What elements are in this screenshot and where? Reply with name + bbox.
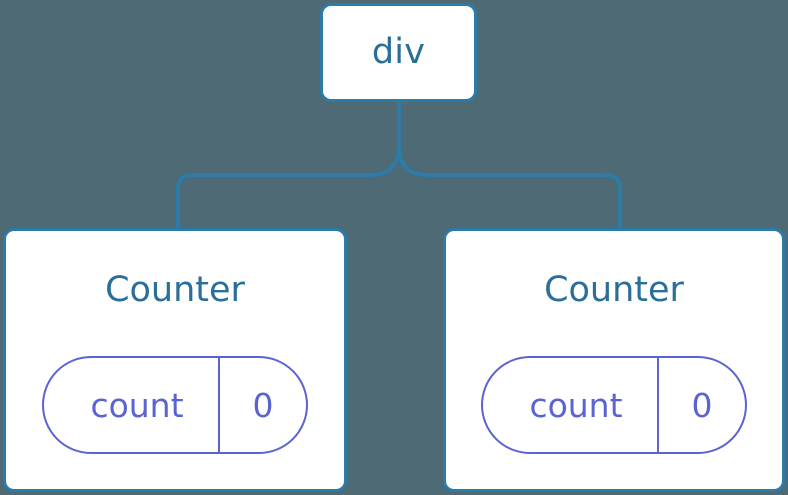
state-pill-left[interactable]: count 0 [42, 356, 308, 454]
connector-edge-left [176, 144, 401, 230]
node-counter-right[interactable]: Counter count 0 [443, 228, 785, 492]
state-key-label-right: count [529, 385, 623, 425]
state-pill-right[interactable]: count 0 [481, 356, 747, 454]
root-node-label: div [371, 32, 426, 72]
connector-edge-right [397, 144, 622, 230]
counter-title-left: Counter [105, 270, 245, 310]
state-key-cell-right: count [483, 358, 659, 452]
node-root-div[interactable]: div [320, 3, 477, 102]
state-value-cell-right: 0 [659, 358, 745, 452]
state-value-label-left: 0 [252, 385, 274, 425]
state-key-cell-left: count [44, 358, 220, 452]
node-counter-left[interactable]: Counter count 0 [3, 228, 347, 492]
counter-title-right: Counter [544, 270, 684, 310]
state-value-cell-left: 0 [220, 358, 306, 452]
state-value-label-right: 0 [691, 385, 713, 425]
state-key-label-left: count [90, 385, 184, 425]
